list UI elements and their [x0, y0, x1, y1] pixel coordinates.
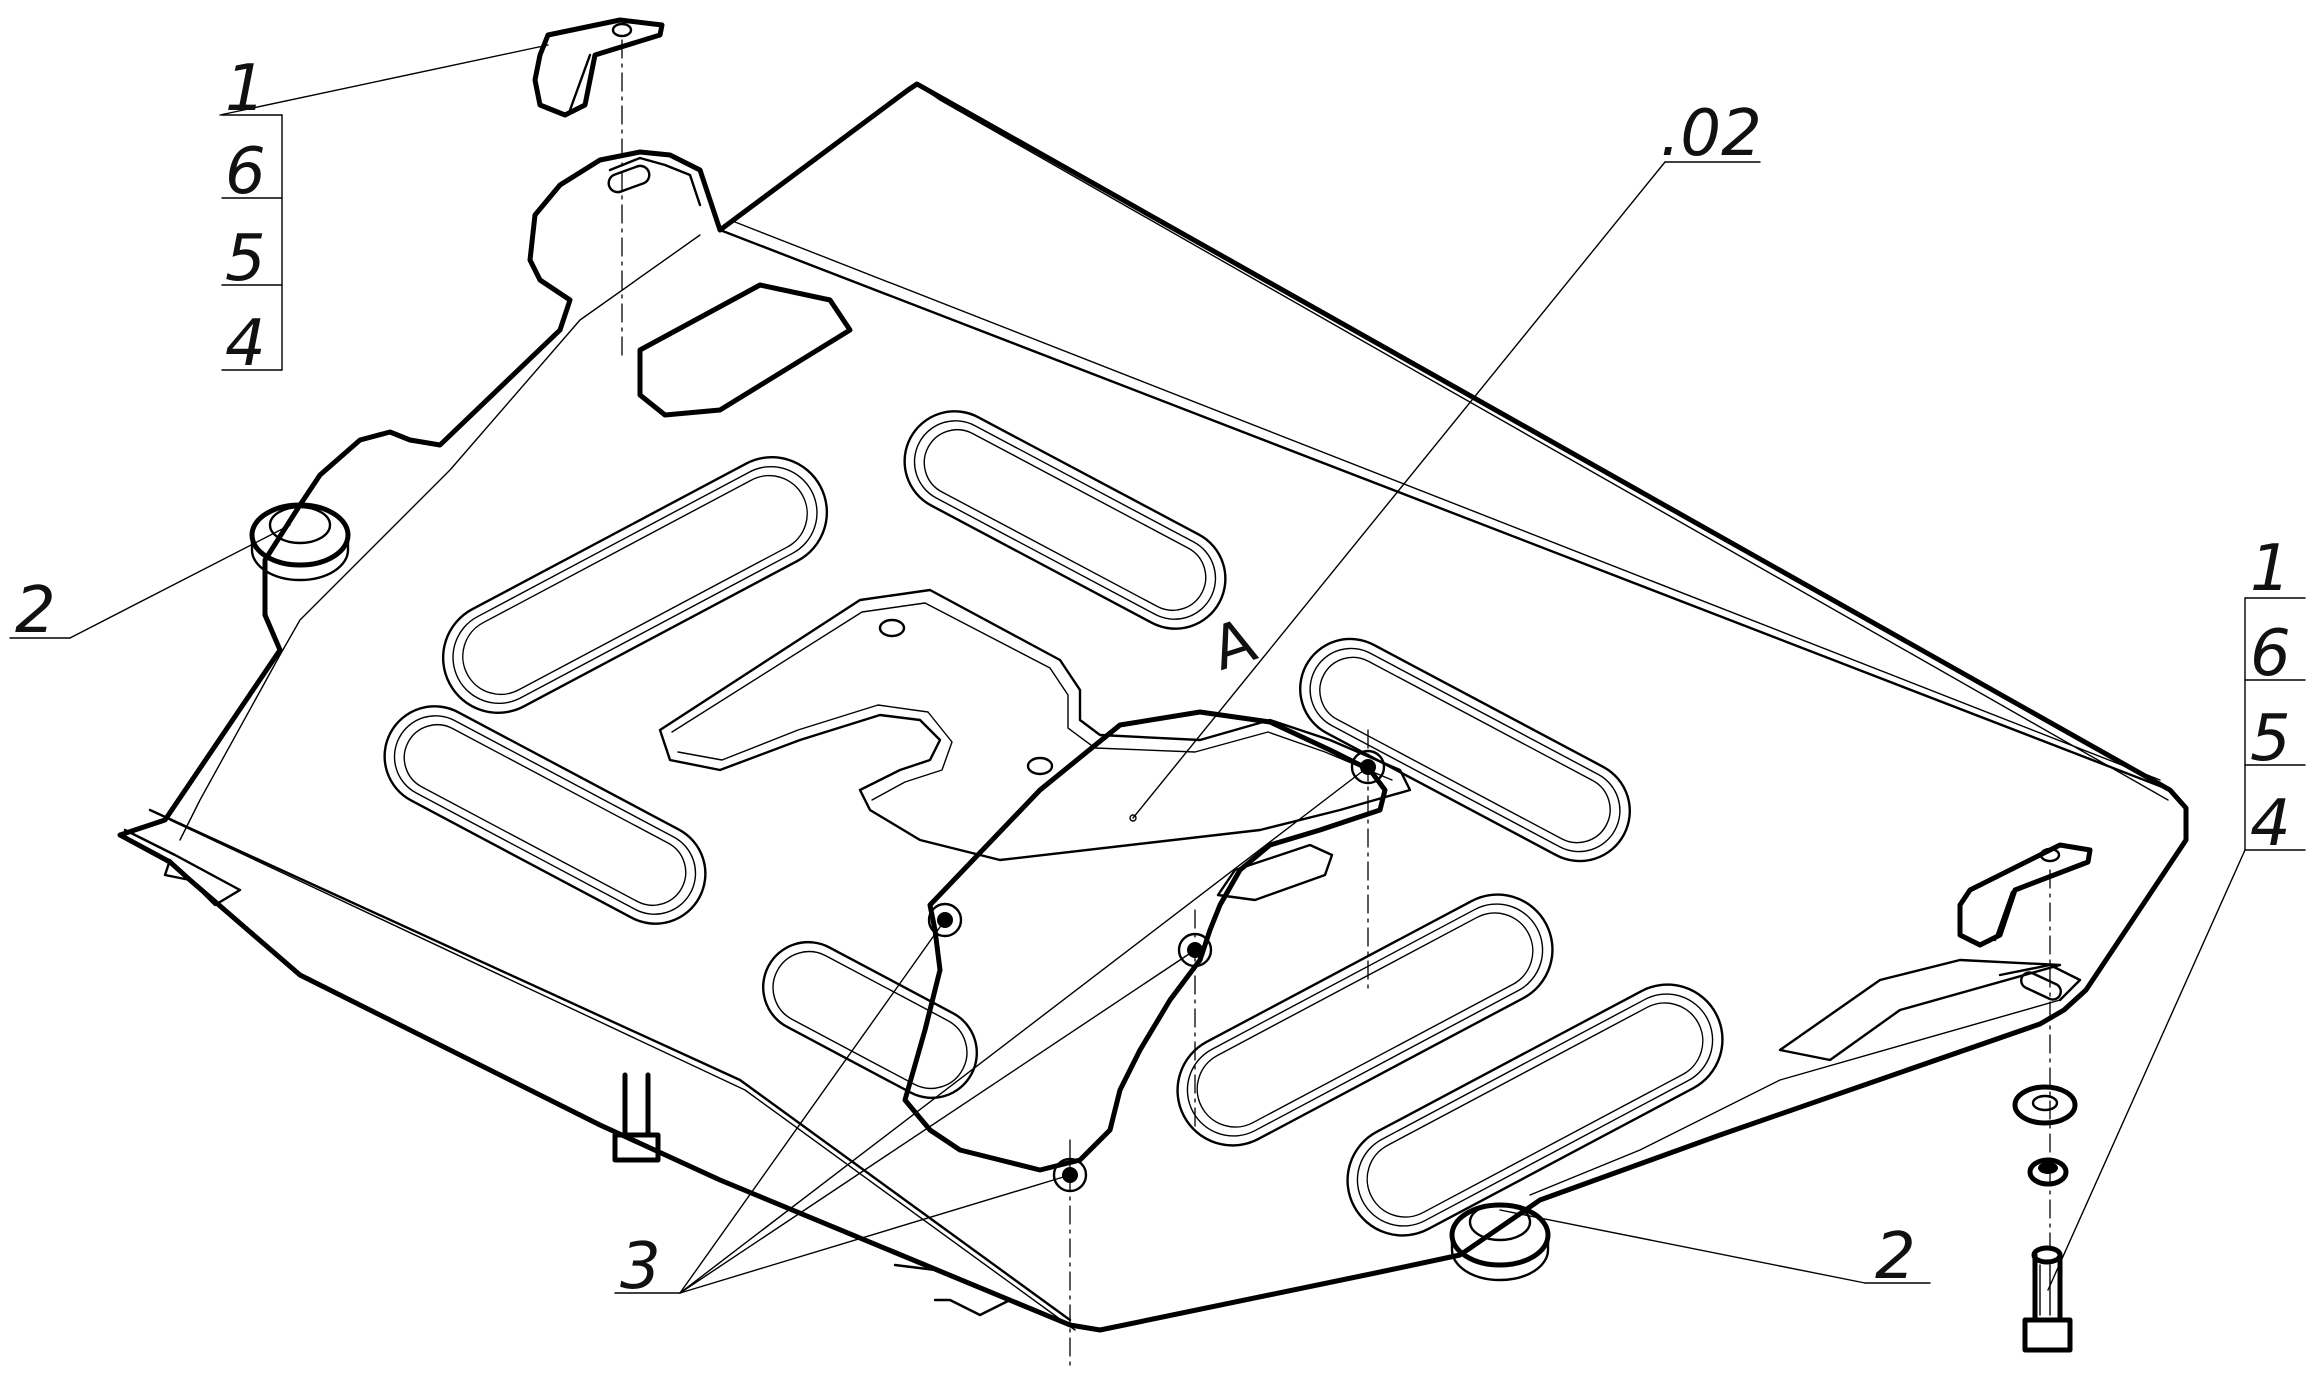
- bushing-left: [249, 502, 351, 582]
- skid-plate: [117, 81, 2189, 1333]
- centerlines: [621, 39, 2051, 1371]
- bushing-right: [1449, 1202, 1551, 1282]
- cover-plate-02: [902, 709, 1388, 1193]
- callout-right-6: 6: [2250, 617, 2291, 691]
- embossed-ribs: [383, 410, 1724, 1237]
- callout-right-2: 2: [1875, 1220, 1916, 1294]
- bolt-bottom: [612, 1072, 661, 1163]
- callout-stack-left: 1 6 5 4: [225, 52, 266, 381]
- callout-right-4: 4: [2250, 787, 2291, 861]
- callout-left-5: 5: [225, 222, 266, 296]
- callout-right-1: 1: [2250, 532, 2291, 606]
- callout-02: .02: [1660, 97, 1762, 171]
- callout-left-1: 1: [225, 52, 266, 126]
- plate-mark: A: [1204, 605, 1265, 684]
- callout-right-5: 5: [2250, 702, 2291, 776]
- leader-lines: [9, 44, 2306, 1294]
- callout-3: 3: [620, 1230, 661, 1304]
- callout-left-4: 4: [225, 307, 266, 381]
- bracket-left: [532, 17, 665, 118]
- callout-left-6: 6: [225, 135, 266, 209]
- callout-left-2: 2: [15, 574, 56, 648]
- callout-stack-right: 1 6 5 4: [2250, 532, 2291, 861]
- hardware-stack-right: [2012, 1084, 2078, 1353]
- bracket-right: [1957, 842, 2093, 948]
